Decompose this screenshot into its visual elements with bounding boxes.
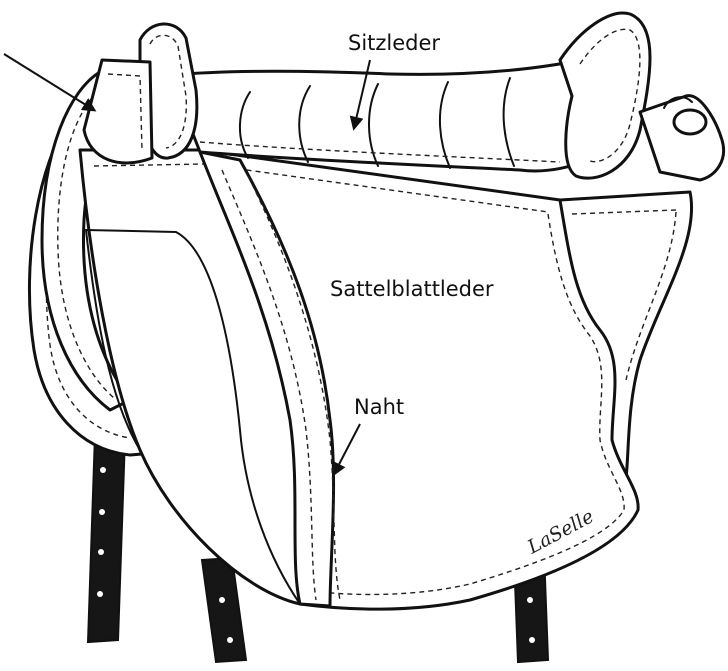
arrow-left-edge [4, 54, 94, 110]
label-flap: Sattelblattleder [330, 277, 494, 301]
pommel [84, 24, 197, 163]
cantle [560, 13, 650, 178]
label-seam: Naht [354, 395, 404, 419]
d-ring-fitting [640, 96, 724, 180]
label-seat: Sitzleder [348, 31, 440, 55]
